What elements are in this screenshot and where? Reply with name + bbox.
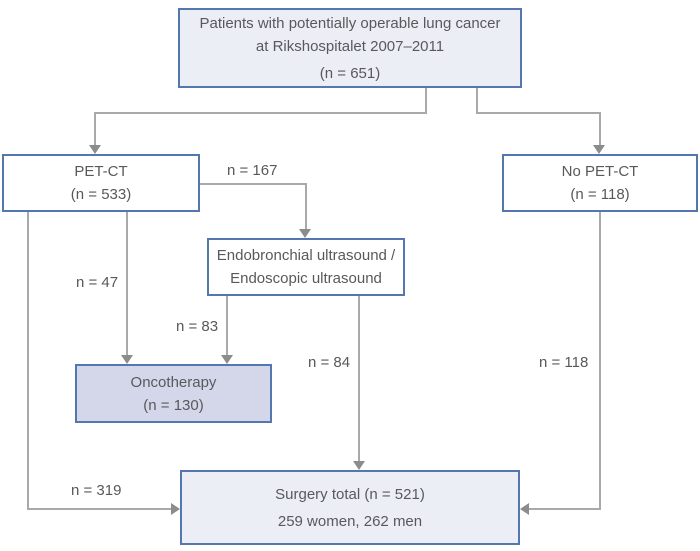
edge-label-n47: n = 47 [76, 274, 119, 291]
connector-patients-petct-stub [425, 88, 427, 114]
connector-patients-petct-vertical [94, 112, 96, 147]
node-patients-count: (n = 651) [319, 64, 381, 82]
connector-patients-no-petct-stub [476, 88, 478, 114]
edge-label-n167: n = 167 [227, 162, 278, 179]
node-no-petct: No PET-CT (n = 118) [502, 154, 698, 212]
connector-petct-surgery-horizontal [27, 508, 172, 510]
arrowhead-into-surgery-left [171, 503, 180, 515]
node-ebus-line2: Endoscopic ultrasound [230, 270, 382, 287]
node-no-petct-label: No PET-CT [561, 163, 639, 180]
node-ebus-line1: Endobronchial ultrasound / [216, 247, 396, 264]
node-oncotherapy-label: Oncotherapy [130, 373, 217, 391]
arrowhead-petct-into-oncotherapy [121, 355, 133, 364]
node-surgery-total: Surgery total (n = 521) [275, 485, 425, 503]
node-surgery-breakdown: 259 women, 262 men [277, 512, 423, 530]
connector-no-petct-surgery-vertical [599, 212, 601, 510]
node-petct: PET-CT (n = 533) [2, 154, 200, 212]
connector-ebus-oncotherapy [226, 296, 228, 357]
connector-patients-no-petct-horizontal [476, 112, 601, 114]
edge-label-n319: n = 319 [71, 482, 122, 499]
node-no-petct-count: (n = 118) [570, 186, 630, 203]
node-surgery: Surgery total (n = 521) 259 women, 262 m… [180, 470, 520, 545]
node-petct-label: PET-CT [74, 163, 128, 180]
node-ebus: Endobronchial ultrasound / Endoscopic ul… [207, 238, 405, 296]
arrowhead-into-ebus [299, 229, 311, 238]
arrowhead-into-surgery-right [520, 503, 529, 515]
arrowhead-into-petct [89, 145, 101, 154]
edge-label-n83: n = 83 [176, 318, 219, 335]
connector-petct-oncotherapy [126, 212, 128, 357]
connector-patients-no-petct-vertical [599, 112, 601, 147]
arrowhead-ebus-into-oncotherapy [221, 355, 233, 364]
connector-petct-surgery-vertical [27, 212, 29, 510]
edge-label-n84: n = 84 [308, 354, 351, 371]
node-petct-count: (n = 533) [70, 186, 132, 203]
connector-petct-ebus-horizontal [200, 183, 307, 185]
arrowhead-into-surgery-top [353, 461, 365, 470]
node-patients: Patients with potentially operable lung … [178, 8, 522, 88]
node-oncotherapy-count: (n = 130) [143, 396, 204, 414]
connector-patients-petct-horizontal [94, 112, 427, 114]
edge-label-n118: n = 118 [539, 354, 589, 371]
node-patients-line1: Patients with potentially operable lung … [199, 14, 501, 32]
connector-ebus-surgery [358, 296, 360, 463]
node-oncotherapy: Oncotherapy (n = 130) [75, 364, 272, 423]
arrowhead-into-no-petct [593, 145, 605, 154]
connector-no-petct-surgery-horizontal [529, 508, 601, 510]
node-patients-line2: at Rikshospitalet 2007–2011 [255, 37, 445, 55]
connector-petct-ebus-vertical [305, 183, 307, 231]
